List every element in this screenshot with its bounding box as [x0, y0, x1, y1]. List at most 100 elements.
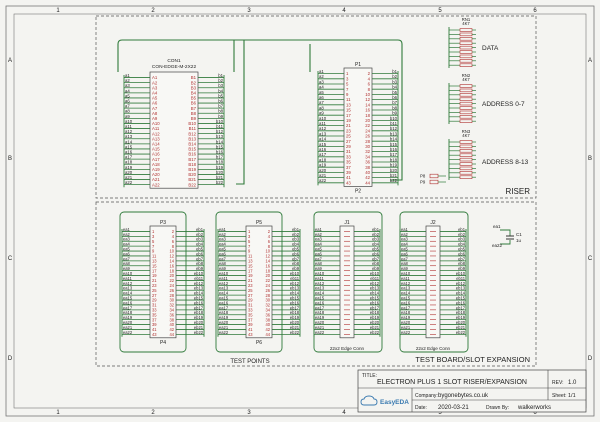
net-label: b10 — [216, 119, 224, 124]
pin-number: B1 — [191, 75, 197, 80]
title-label: TITLE: — [362, 373, 377, 379]
net-label: ea22 — [315, 330, 325, 335]
net-label: eb11 — [290, 276, 300, 281]
pin-number: 32 — [169, 303, 174, 308]
pin-number: 5 — [152, 239, 155, 244]
pin-number: A12 — [152, 131, 160, 136]
net-label: ea19 — [315, 315, 325, 320]
net-label: ea15 — [123, 295, 133, 300]
pin-number: 36 — [365, 160, 370, 165]
rn-label-address-0-7: ADDRESS 0-7 — [482, 101, 525, 108]
pin-number: 15 — [346, 108, 351, 113]
pin-number: 4 — [368, 76, 371, 81]
net-label: ea17 — [123, 305, 133, 310]
pin-number: B15 — [188, 147, 196, 152]
net-label: b19 — [390, 163, 398, 168]
pin-number: 17 — [248, 268, 253, 273]
pin-number: 29 — [152, 298, 157, 303]
net-label: b11 — [216, 124, 223, 129]
net-label: ea20 — [315, 320, 325, 325]
net-label: eb13 — [370, 286, 380, 291]
net-label: eb8 — [372, 261, 380, 266]
net-label: eb7 — [372, 256, 380, 261]
net-label: b7 — [218, 104, 223, 109]
pin-number: 30 — [169, 298, 174, 303]
net-label: a14 — [125, 139, 133, 144]
connector-ref: P5 — [256, 220, 262, 226]
pin-number: 18 — [265, 268, 270, 273]
net-label: a12 — [125, 129, 133, 134]
pin-number: 15 — [248, 263, 253, 268]
pin-number: A6 — [152, 101, 158, 106]
net-label: a9 — [125, 114, 130, 119]
net-label: ea16 — [219, 300, 229, 305]
net-label: b14 — [216, 139, 224, 144]
net-label: a19 — [125, 165, 133, 170]
group-outline — [215, 211, 283, 353]
row-mark: A — [588, 58, 592, 64]
net-label: b2 — [392, 74, 397, 79]
net-label: eb22 — [456, 330, 466, 335]
easyeda-logo: EasyEDA — [360, 395, 409, 406]
pin-number: 29 — [346, 144, 351, 149]
pin-number: 6 — [268, 239, 271, 244]
rn-value: 4K7 — [462, 133, 470, 138]
pin-number: B8 — [191, 111, 197, 116]
net-label: eb14 — [194, 291, 204, 296]
net-label: ea7 — [219, 256, 227, 261]
net-label: eb8 — [458, 261, 466, 266]
net-label: ea5 — [219, 246, 227, 251]
net-label: eb12 — [370, 281, 380, 286]
net-label: eb14 — [290, 291, 300, 296]
row-mark: C — [588, 256, 593, 262]
net-label: a18 — [125, 160, 133, 165]
con1-value: CON-EDGE-M-2X22 — [152, 64, 197, 70]
net-label: ea18 — [315, 310, 325, 315]
net-label: ea4 — [123, 242, 131, 247]
pin-number: 20 — [169, 273, 174, 278]
riser-bus-wires — [117, 39, 403, 185]
pin-number: 44 — [169, 332, 174, 337]
net-label: ea7 — [401, 256, 409, 261]
pin-number: 21 — [248, 278, 253, 283]
pin-number: 40 — [169, 322, 174, 327]
net-label: ea3 — [123, 237, 131, 242]
net-label: b3 — [218, 83, 223, 88]
rn-label-address-8-13: ADDRESS 8-13 — [482, 159, 529, 166]
net-label: eb4 — [372, 242, 380, 247]
net-label: ea2 — [123, 232, 131, 237]
connector-body — [343, 67, 373, 187]
pin-number: 16 — [265, 263, 270, 268]
net-label: ea5 — [401, 246, 409, 251]
drawn-by-label: Drawn By: — [486, 405, 509, 411]
pin-number: 13 — [346, 102, 351, 107]
net-label: eb15 — [194, 295, 204, 300]
net-label: ea22 — [123, 330, 133, 335]
net-label: eb1 — [292, 227, 300, 232]
pin-number: 35 — [248, 312, 253, 317]
pin-number: 15 — [152, 263, 157, 268]
pin-number: 19 — [248, 273, 253, 278]
net-label: ea7 — [123, 256, 131, 261]
net-label: b2 — [218, 78, 223, 83]
net-label: eb9 — [196, 266, 204, 271]
net-label: b16 — [390, 147, 398, 152]
pin-number: 12 — [265, 254, 270, 259]
net-label: eb12 — [194, 281, 204, 286]
net-label: eb22 — [290, 330, 300, 335]
net-label: a6 — [125, 98, 130, 103]
rn-ref: RN2 — [462, 73, 471, 78]
pin-number: 7 — [152, 244, 155, 249]
pin-number: 32 — [265, 303, 270, 308]
net-label: ea13 — [219, 286, 229, 291]
col-mark: 3 — [247, 8, 251, 14]
col-mark: 5 — [438, 8, 442, 14]
pin-number: A14 — [152, 141, 160, 146]
net-label: eb10 — [290, 271, 300, 276]
col-mark: 4 — [342, 410, 346, 416]
pin-number: 16 — [169, 263, 174, 268]
pin-number: 12 — [169, 254, 174, 259]
net-label: a13 — [319, 131, 327, 136]
net-label: eb22 — [370, 330, 380, 335]
row-mark: A — [8, 58, 12, 64]
